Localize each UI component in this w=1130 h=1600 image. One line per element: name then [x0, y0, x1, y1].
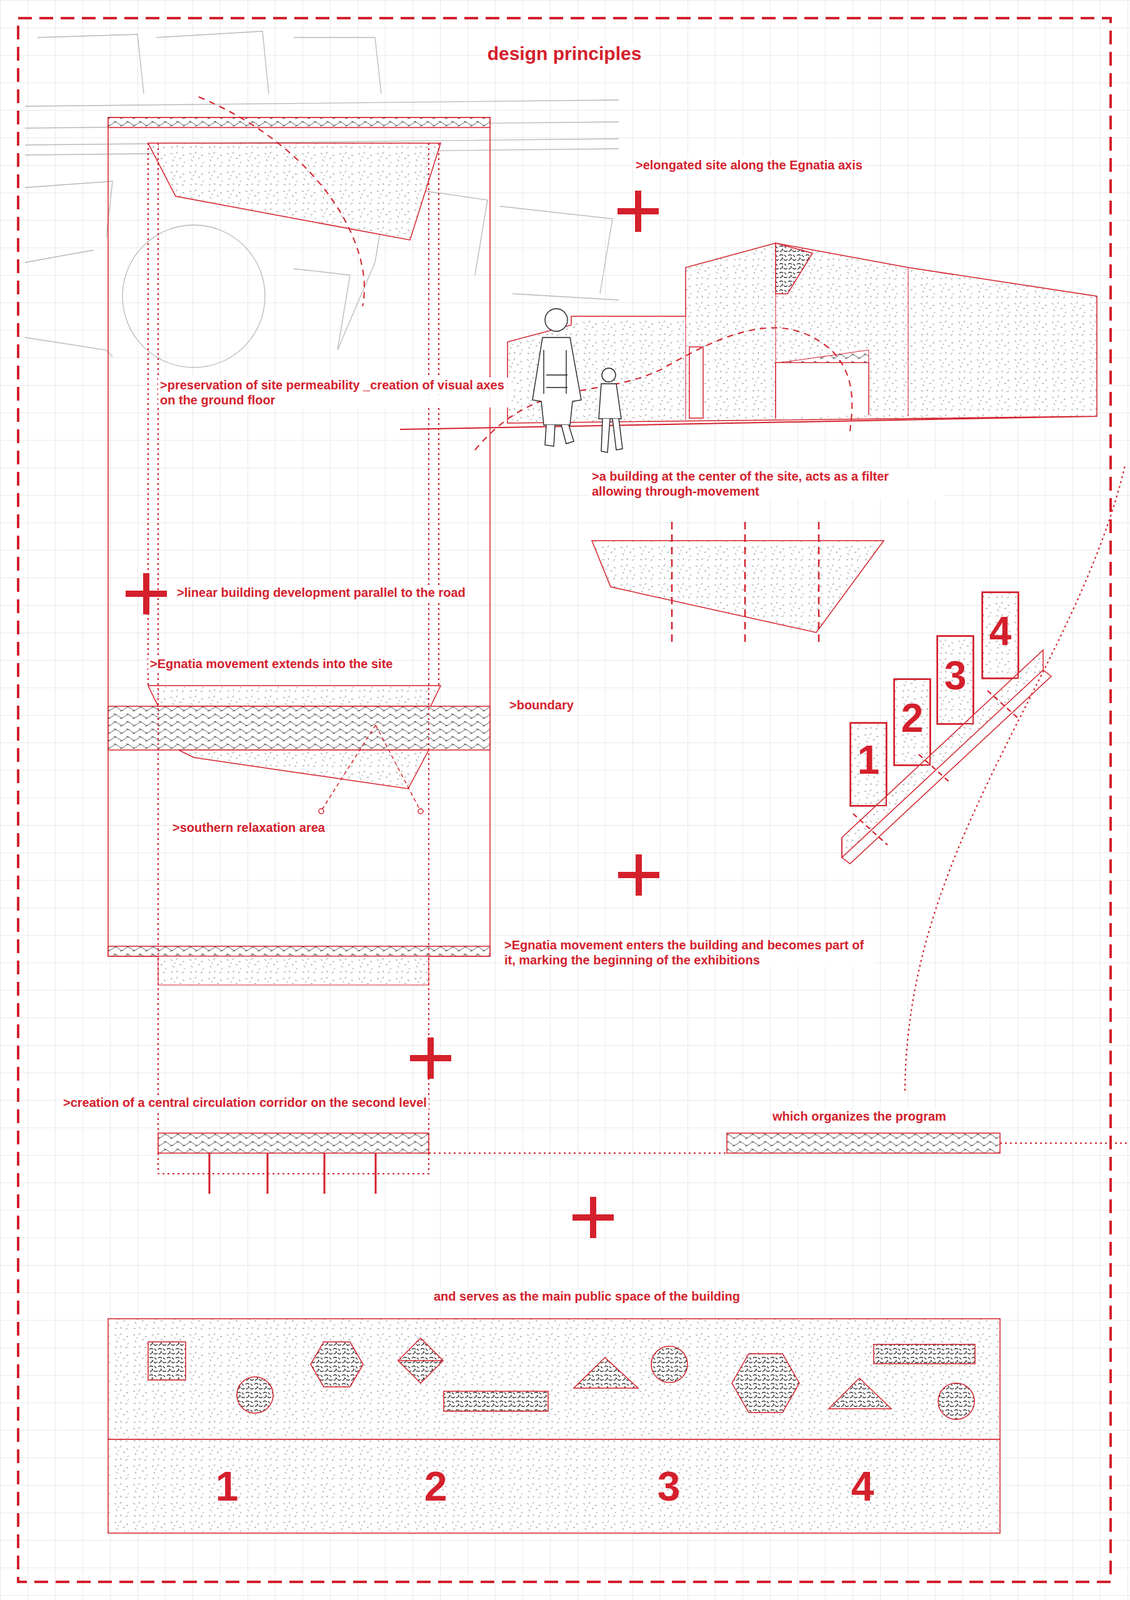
relaxation-leaders [318, 725, 424, 814]
site-map-part [122, 225, 265, 368]
public-space-band-part-part [236, 1376, 274, 1414]
movement-arc [198, 96, 365, 307]
people-figures-part [545, 425, 574, 447]
principle-note: >preservation of site permeability _crea… [158, 377, 512, 408]
building-perspective-part [775, 243, 813, 294]
principle-note: >linear building development parallel to… [175, 585, 468, 600]
public-space-band-part-part [938, 1383, 975, 1420]
principle-note: >boundary [507, 697, 576, 713]
circulation-corridor [158, 1133, 1000, 1194]
public-space-band-part-part [398, 1338, 444, 1384]
zone-number: 2 [424, 1463, 448, 1510]
site-map-part [37, 31, 382, 94]
people-figures-part [545, 308, 568, 332]
public-space-band-part-part [573, 1357, 639, 1389]
plus-sign-part [618, 854, 660, 896]
site-strip [108, 117, 490, 985]
public-space-band-part-part [873, 1344, 975, 1364]
public-space-band-part-part [148, 1341, 186, 1380]
filter-building-part [591, 540, 884, 633]
principle-note: and serves as the main public space of t… [431, 1288, 742, 1304]
program-number: 2 [901, 696, 924, 749]
program-stair-part [850, 722, 887, 807]
movement-arc [475, 327, 852, 450]
public-space-band-part-part [651, 1346, 688, 1383]
axis-lines-part [905, 465, 1125, 1091]
principle-note: which organizes the program [770, 1108, 949, 1124]
public-space-band-part [108, 1439, 1000, 1534]
plus-sign-part [410, 1037, 452, 1079]
building-perspective-part [781, 350, 869, 363]
public-space-band-part-part [398, 1360, 444, 1362]
principle-note: >Egnatia movement extends into the site [148, 656, 395, 672]
site-strip-part [108, 117, 490, 128]
program-stair-part [853, 690, 1019, 845]
principle-note: >creation of a central circulation corri… [61, 1095, 429, 1110]
program-number: 1 [857, 738, 880, 791]
relaxation-leaders-part [318, 808, 324, 814]
program-box: 2 [893, 678, 931, 766]
axis-lines [148, 143, 1129, 1174]
program-box: 1 [850, 722, 887, 807]
plus-sign-part [617, 190, 659, 232]
principle-note: >Egnatia movement enters the building an… [502, 937, 875, 968]
people-figures-part [532, 337, 582, 425]
people-figures-part [598, 383, 622, 419]
program-stair-part [841, 670, 1052, 864]
zone-number: 1 [215, 1463, 239, 1510]
people-figures-part [543, 350, 568, 394]
public-space-band-part-part [443, 1391, 549, 1412]
program-stair [841, 591, 1052, 864]
program-number: 4 [989, 609, 1012, 662]
program-stair-part [893, 678, 931, 766]
building-perspective-part [507, 243, 1097, 424]
public-space-band-part-part [731, 1353, 800, 1413]
people-figures-part [601, 418, 623, 453]
people-figures [532, 308, 623, 453]
site-map-part [25, 181, 113, 357]
filter-building [591, 521, 884, 644]
principle-note: >southern relaxation area [170, 820, 327, 835]
axis-lines-part [148, 143, 439, 1174]
plus-sign-part [572, 1196, 614, 1239]
relaxation-leaders-part [418, 808, 424, 814]
site-strip-part [148, 685, 441, 707]
people-figures-part [601, 368, 616, 382]
principle-note: >a building at the center of the site, a… [590, 468, 944, 499]
zone-number: 3 [657, 1463, 681, 1510]
frame-border [18, 18, 1111, 1582]
program-stair-part [936, 635, 974, 725]
public-space-band-part [108, 1318, 1000, 1440]
zone-number: 4 [851, 1463, 875, 1510]
plus-sign-part [125, 573, 167, 615]
circulation-corridor-part [158, 1133, 429, 1154]
site-strip-part [158, 956, 429, 985]
site-strip-part [108, 946, 490, 957]
relaxation-leaders-part [322, 725, 420, 809]
circulation-corridor-part [209, 1153, 376, 1194]
public-space-band-part-part [828, 1378, 892, 1409]
program-number: 3 [944, 653, 967, 707]
program-box: 4 [981, 591, 1019, 679]
filter-building-part [671, 521, 819, 644]
site-strip-part [108, 706, 490, 750]
building-perspective-part [775, 362, 869, 419]
program-stair-part [981, 591, 1019, 679]
circulation-corridor-part [726, 1133, 1000, 1154]
principle-note: >elongated site along the Egnatia axis [633, 157, 865, 173]
building-perspective-part [689, 346, 704, 419]
site-strip-part [108, 117, 490, 957]
program-box: 3 [936, 635, 974, 725]
site-map [25, 31, 619, 368]
public-space-band-part [148, 1338, 975, 1420]
program-stair-part [841, 650, 1044, 858]
public-space-band-part-part [310, 1341, 364, 1387]
site-map-part [293, 268, 350, 350]
page-title: design principles [485, 42, 644, 65]
public-space-band [108, 1318, 1000, 1534]
